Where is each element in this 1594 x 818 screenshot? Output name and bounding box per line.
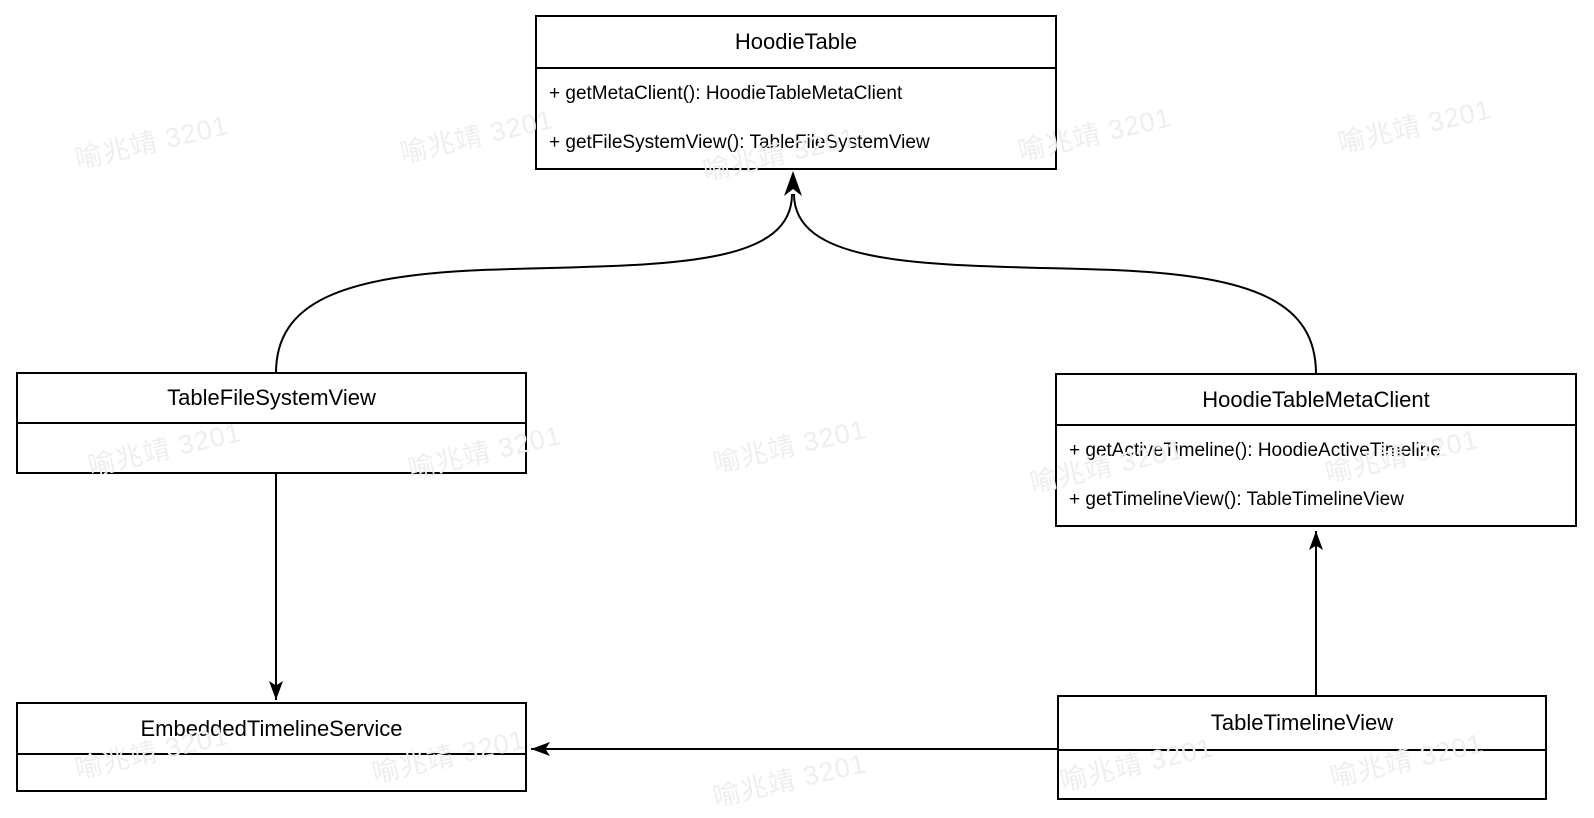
- class-title: EmbeddedTimelineService: [18, 704, 525, 755]
- class-method: + getMetaClient(): HoodieTableMetaClient: [549, 82, 903, 104]
- class-body: + getMetaClient(): HoodieTableMetaClient…: [537, 69, 1055, 168]
- class-title: HoodieTableMetaClient: [1057, 375, 1575, 426]
- class-method: + getFileSystemView(): TableFileSystemVi…: [549, 132, 930, 154]
- class-box-embeddedtimelineservice: EmbeddedTimelineService: [16, 702, 527, 792]
- class-body: [1059, 751, 1545, 798]
- class-box-tabletimelineview: TableTimelineView: [1057, 695, 1547, 800]
- class-method: + getActiveTimeline(): HoodieActiveTimel…: [1069, 439, 1441, 461]
- class-title: TableTimelineView: [1059, 697, 1545, 751]
- edge-tablefilesystemview-to-hoodietable: [275, 193, 793, 374]
- class-box-hoodietable: HoodieTable + getMetaClient(): HoodieTab…: [535, 15, 1057, 170]
- class-box-tablefilesystemview: TableFileSystemView: [16, 372, 527, 474]
- class-box-hoodietablemetaclient: HoodieTableMetaClient + getActiveTimelin…: [1055, 373, 1577, 527]
- edge-hoodietablemetaclient-to-hoodietable: [793, 193, 1317, 375]
- class-method: + getTimelineView(): TableTimelineView: [1069, 489, 1404, 511]
- arrowhead-up-hoodietable: [784, 171, 802, 196]
- class-body: [18, 755, 525, 790]
- class-title: HoodieTable: [537, 17, 1055, 69]
- class-body: [18, 424, 525, 472]
- class-body: + getActiveTimeline(): HoodieActiveTimel…: [1057, 426, 1575, 525]
- class-title: TableFileSystemView: [18, 374, 525, 424]
